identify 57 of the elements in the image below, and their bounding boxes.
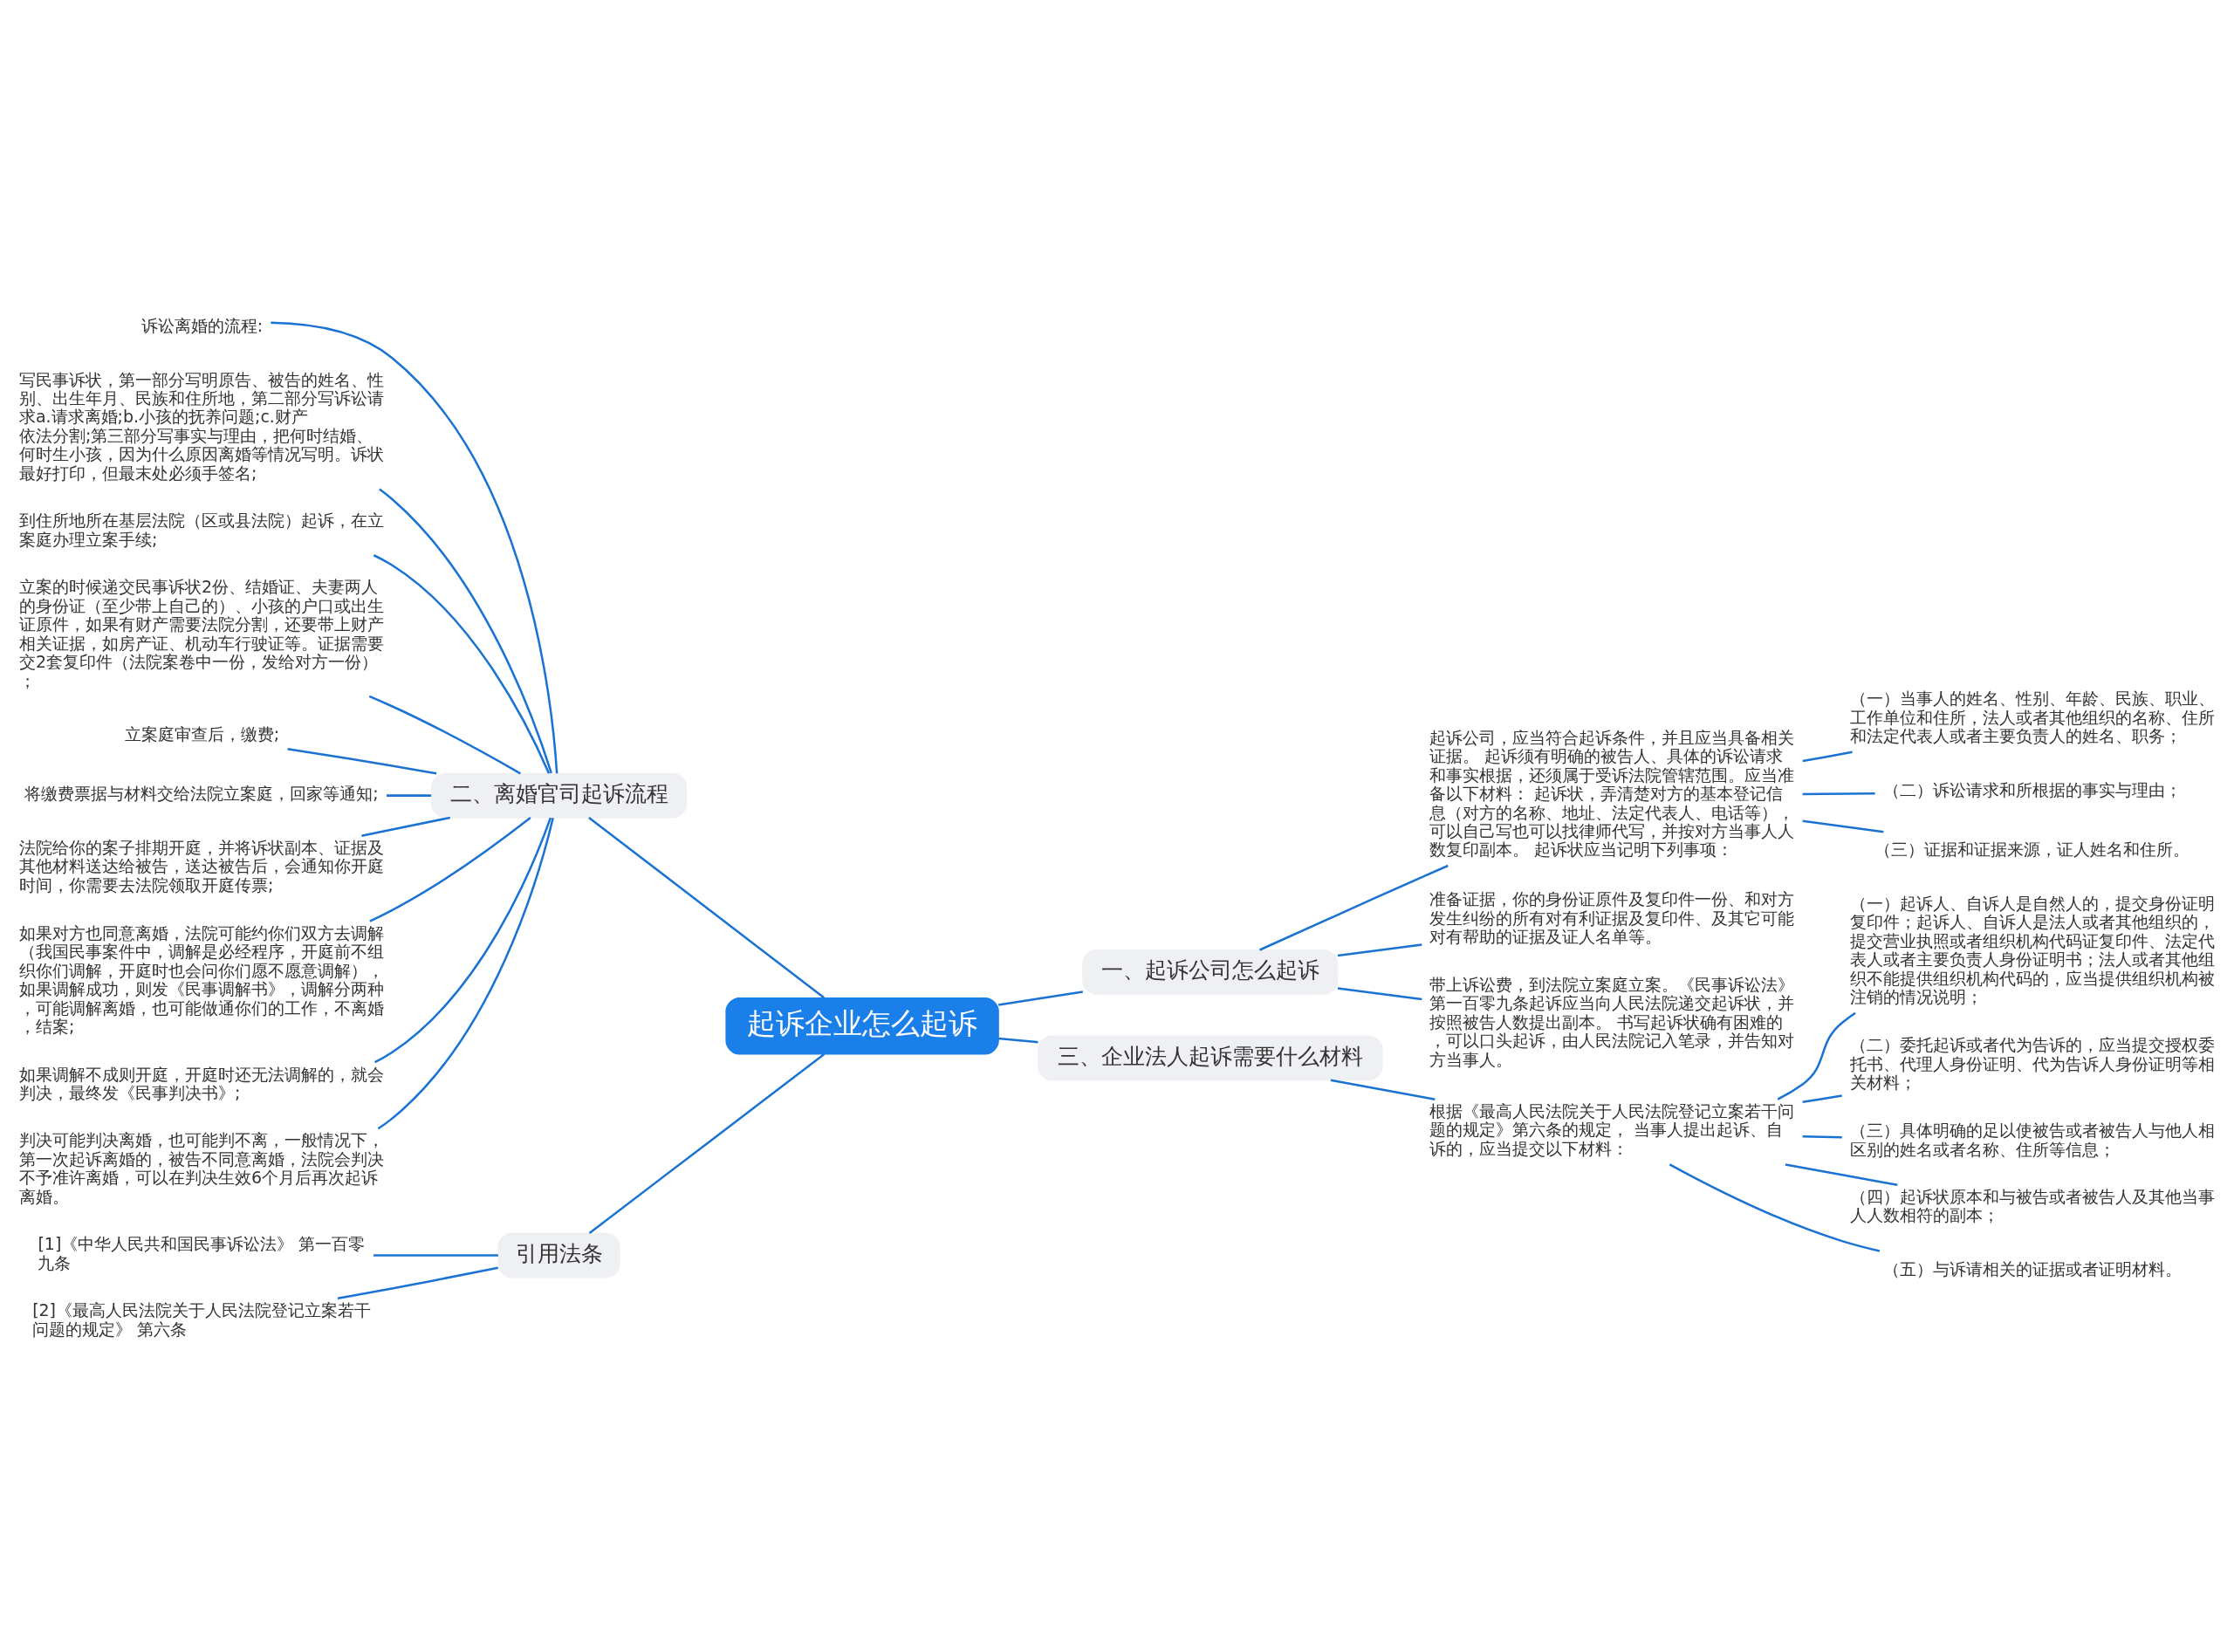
node-text: 写民事诉状，第一部分写明原告、被告的姓名、性别、出生年月、民族和住所地，第二部分写诉讼请求a.请求离婚;b.小孩的抚养问题;c.财产依法分割;第三部分写事实与理由，把何时结婚、何时生小孩，因为什么原因离婚等情况写明。诉状最好打印，但最末处必须手签名;: [18, 369, 384, 483]
node-text: [1]《中华人民共和国民事诉讼法》 第一百零九条: [38, 1233, 366, 1272]
node-text: （二）委托起诉或者代为告诉的，应当提交授权委托书、代理人身份证明、代为告诉人身份证明等相关材料；: [1849, 1034, 2215, 1092]
connector: [998, 990, 1083, 1006]
connector: [1777, 1011, 1856, 1100]
connector: [1669, 1162, 1881, 1252]
node-text: （一）起诉人、自诉人是自然人的，提交身份证明复印件；起诉人、自诉人是法人或者其他组织的，提交营业执照或者组织机构代码证复印件、法定代表人或者主要负责人身份证明书；法人或者其他组织不能提供组织机构代码的，应当提供组织机构被注销的情况说明；: [1849, 893, 2215, 1006]
node-text: 如果调解不成则开庭，开庭时还无法调解的，就会判决，最终发《民事判决书》;: [18, 1064, 384, 1102]
connector: [1802, 792, 1875, 795]
connector: [369, 816, 531, 922]
node-text: 准备证据，你的身份证原件及复印件一份、和对方发生纠纷的所有对有利证据及复印件、及其它可能对有帮助的证据及证人名单等。: [1429, 888, 1795, 946]
connector: [387, 793, 432, 797]
connector: [373, 1253, 498, 1257]
node-text: [2]《最高人民法院关于人民法院登记立案若干问题的规定》 第六条: [32, 1299, 371, 1339]
node-text: 立案庭审查后，缴费;: [124, 723, 280, 744]
node-text: 到住所地所在基层法院（区或县法院）起诉，在立案庭办理立案手续;: [18, 510, 384, 549]
node-box: 三、企业法人起诉需要什么材料: [1038, 1034, 1383, 1080]
node-box: 起诉企业怎么起诉: [725, 997, 999, 1055]
connector: [1785, 1162, 1898, 1186]
connector: [379, 487, 552, 773]
connector: [373, 553, 551, 774]
connector: [1802, 751, 1853, 762]
node-text: 如果对方也同意离婚，法院可能约你们双方去调解（我国民事案件中，调解是必经程序，开庭前不组织你们调解，开庭时也会问你们愿不愿意调解），如果调解成功，则发《民事调解书》，调解分两种，可能调解离婚，也可能做通你们的工作，不离婚，结案;: [18, 922, 384, 1036]
node-text: 立案的时候递交民事诉状2份、结婚证、夫妻两人的身份证（至少带上自己的）、小孩的户口或出生证原件，如果有财产需要法院分割，还要带上财产相关证据，如房产证、机动车行驶证等。证据需要交2套复印件（法院案卷中一份，发给对方一份）；: [18, 576, 384, 690]
node-box: 二、离婚官司起诉流程: [430, 772, 688, 818]
node-text: （一）当事人的姓名、性别、年龄、民族、职业、工作单位和住所，法人或者其他组织的名称、住所和法定代表人或者主要负责人的姓名、职务；: [1849, 688, 2215, 745]
node-text: （三）证据和证据来源，证人姓名和住所。: [1874, 839, 2190, 859]
node-text: 起诉公司，应当符合起诉条件，并且应当具备相关证据。 起诉须有明确的被告人、具体的诉讼请求和事实根据，还须属于受诉法院管辖范围。应当准备以下材料： 起诉状，弄清楚对方的基本登记信息（对方的名称、地址、法定代表人、电话等），可以自己写也可以找律师代写，并按对方当事人人数复印副本。 起诉状应当记明下列事项：: [1429, 727, 1795, 859]
node-text: 根据《最高人民法院关于人民法院登记立案若干问题的规定》第六条的规定， 当事人提出起诉、自诉的，应当提交以下材料：: [1429, 1100, 1795, 1158]
connector: [287, 747, 437, 775]
connector: [1259, 864, 1449, 951]
node-text: 判决可能判决离婚，也可能判不离，一般情况下，第一次起诉离婚的，被告不同意离婚，法院会判决不予准许离婚，可以在判决生效6个月后再次起诉离婚。: [18, 1129, 384, 1206]
connector: [377, 817, 554, 1129]
node-text: 将缴费票据与材料交给法院立案庭，回家等通知;: [24, 783, 379, 803]
connector: [337, 1265, 498, 1299]
connector: [1337, 943, 1422, 956]
connector: [271, 321, 558, 773]
node-text: 诉讼离婚的流程:: [140, 315, 264, 335]
connector: [588, 1052, 826, 1234]
connector: [368, 695, 521, 774]
connector: [1802, 1134, 1842, 1139]
node-text: （四）起诉状原本和与被告或者被告人及其他当事人人数相符的副本；: [1849, 1186, 2215, 1224]
connector: [1330, 1078, 1436, 1100]
connector: [1802, 1093, 1842, 1103]
connector: [1802, 819, 1884, 833]
connector: [361, 816, 451, 837]
node-box: 引用法条: [497, 1232, 620, 1278]
node-text: 带上诉讼费，到法院立案庭立案。《民事诉讼法》第一百零九条起诉应当向人民法院递交起诉状，并按照被告人数提出副本。 书写起诉状确有困难的，可以口头起诉，由人民法院记入笔录，并告知对方当事人。: [1429, 974, 1795, 1069]
node-text: （三）具体明确的足以使被告或者被告人与他人相区别的姓名或者名称、住所等信息；: [1849, 1120, 2215, 1159]
connector: [588, 816, 825, 998]
connector: [998, 1037, 1038, 1043]
node-box: 一、起诉公司怎么起诉: [1082, 949, 1339, 995]
node-text: 法院给你的案子排期开庭，并将诉状副本、证据及其他材料送达给被告，送达被告后，会通知你开庭时间，你需要去法院领取开庭传票;: [18, 837, 384, 895]
connector: [374, 817, 552, 1063]
node-text: （五）与诉请相关的证据或者证明材料。: [1882, 1258, 2182, 1278]
connector: [1337, 986, 1422, 1000]
node-text: （二）诉讼请求和所根据的事实与理由；: [1882, 779, 2182, 799]
